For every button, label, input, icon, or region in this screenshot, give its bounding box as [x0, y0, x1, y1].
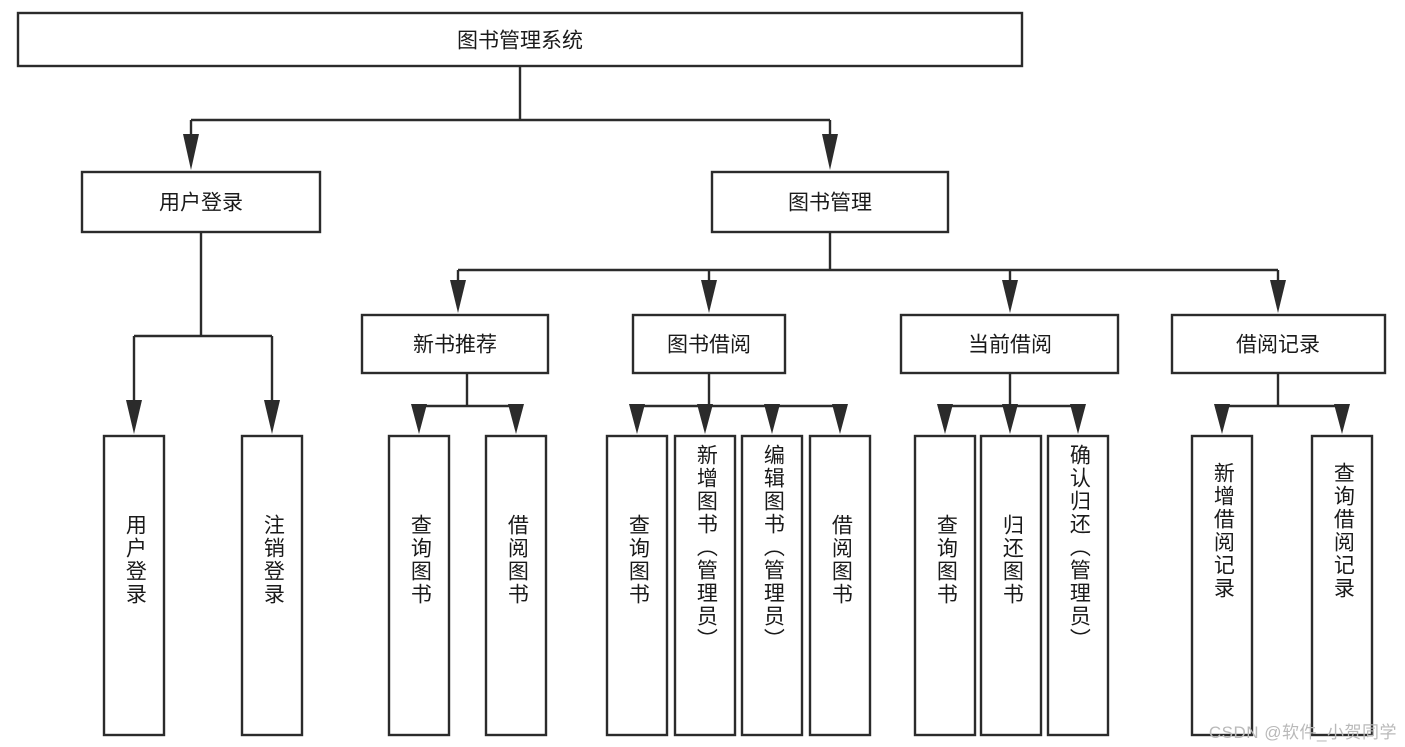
node-box-leaf-add-record[interactable]: [1190, 434, 1254, 737]
node-box-leaf-borrow-book-1[interactable]: [484, 434, 548, 737]
nodes-layer: 图书管理系统 用户登录 图书管理 新书推荐 图书借阅 当前借阅 借阅记录: [16, 11, 1387, 737]
node-box-leaf-edit-book[interactable]: [740, 434, 804, 737]
arrow-to-leaf-confirm-return: [1070, 404, 1086, 434]
node-box-book-management[interactable]: [710, 170, 950, 234]
node-box-leaf-query-record[interactable]: [1310, 434, 1374, 737]
arrow-to-new-book-recommend: [450, 280, 466, 313]
arrow-to-leaf-query-book-2: [629, 404, 645, 434]
arrow-to-leaf-return-book: [1002, 404, 1018, 434]
csdn-watermark: CSDN @软件_小贺同学: [1208, 723, 1397, 742]
arrow-to-leaf-borrow-book-1: [508, 404, 524, 434]
arrow-to-leaf-query-book-3: [937, 404, 953, 434]
node-box-user-login[interactable]: [80, 170, 322, 234]
node-label-new-book-recommend: 新书推荐: [413, 334, 497, 357]
node-box-root[interactable]: [16, 11, 1024, 68]
node-label-user-login: 用户登录: [159, 192, 243, 215]
node-box-current-borrow[interactable]: [899, 313, 1120, 375]
node-box-leaf-user-login[interactable]: [102, 434, 166, 737]
node-label-root: 图书管理系统: [457, 30, 583, 53]
node-box-leaf-query-book-2[interactable]: [605, 434, 669, 737]
node-label-current-borrow: 当前借阅: [968, 334, 1052, 357]
node-box-leaf-borrow-book-2[interactable]: [808, 434, 872, 737]
arrow-to-leaf-user-login: [126, 400, 142, 434]
node-label-book-management: 图书管理: [788, 192, 872, 215]
arrow-root-to-book-management: [822, 134, 838, 170]
arrow-to-leaf-query-book-1: [411, 404, 427, 434]
arrow-root-to-user-login: [183, 134, 199, 170]
node-box-leaf-add-book[interactable]: [673, 434, 737, 737]
node-box-leaf-return-book[interactable]: [979, 434, 1043, 737]
node-box-leaf-query-book-1[interactable]: [387, 434, 451, 737]
node-box-leaf-query-book-3[interactable]: [913, 434, 977, 737]
node-box-borrow-record[interactable]: [1170, 313, 1387, 375]
arrow-to-leaf-edit-book: [764, 404, 780, 434]
node-box-book-borrow[interactable]: [631, 313, 787, 375]
arrow-to-borrow-record: [1270, 280, 1286, 313]
node-box-new-book-recommend[interactable]: [360, 313, 550, 375]
arrow-to-leaf-query-record: [1334, 404, 1350, 434]
arrow-to-book-borrow: [701, 280, 717, 313]
node-box-leaf-logout[interactable]: [240, 434, 304, 737]
arrow-to-leaf-add-book: [697, 404, 713, 434]
node-box-leaf-confirm-return[interactable]: [1046, 434, 1110, 737]
arrow-to-leaf-borrow-book-2: [832, 404, 848, 434]
arrow-to-leaf-logout: [264, 400, 280, 434]
connectors-layer: [126, 66, 1350, 434]
node-label-book-borrow: 图书借阅: [667, 334, 751, 357]
arrow-to-current-borrow: [1002, 280, 1018, 313]
arrow-to-leaf-add-record: [1214, 404, 1230, 434]
node-label-borrow-record: 借阅记录: [1236, 334, 1320, 357]
